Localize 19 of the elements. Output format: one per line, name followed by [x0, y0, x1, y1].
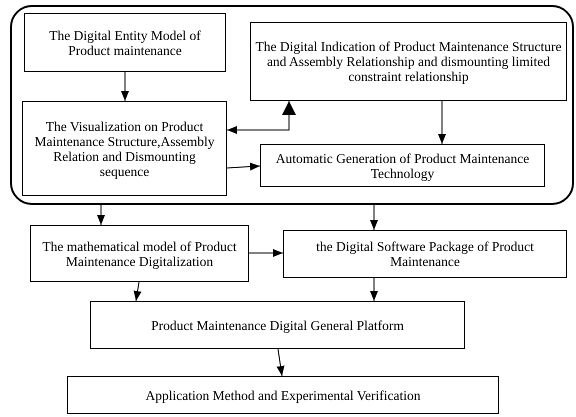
group-frame	[10, 5, 574, 205]
process-box: Product Maintenance Digital General Platform	[90, 301, 465, 349]
arrow	[121, 72, 129, 102]
process-box: The Visualization on Product Maintenance Structure,Assembly Relation and Dismounting sequence	[22, 101, 227, 196]
arrow	[438, 100, 446, 144]
arrow	[226, 162, 260, 171]
arrow	[97, 204, 105, 226]
arrow	[370, 278, 378, 302]
process-box: the Digital Software Package of Product Maintenance	[283, 230, 567, 278]
process-box: The Digital Indication of Product Maintenance Structure and Assembly Relationship and dismounting limited constraint relationship	[250, 22, 567, 101]
process-box: The Digital Entity Model of Product maintenance	[24, 13, 226, 72]
process-box: The mathematical model of Product Maintenance Digitalization	[30, 225, 249, 282]
arrow	[134, 282, 142, 302]
process-box: Automatic Generation of Product Maintenance Technology	[260, 144, 545, 187]
process-box: Application Method and Experimental Verification	[67, 376, 499, 414]
arrow	[248, 249, 284, 257]
arrow	[226, 100, 296, 134]
arrow	[276, 348, 284, 376]
arrow	[370, 204, 378, 230]
